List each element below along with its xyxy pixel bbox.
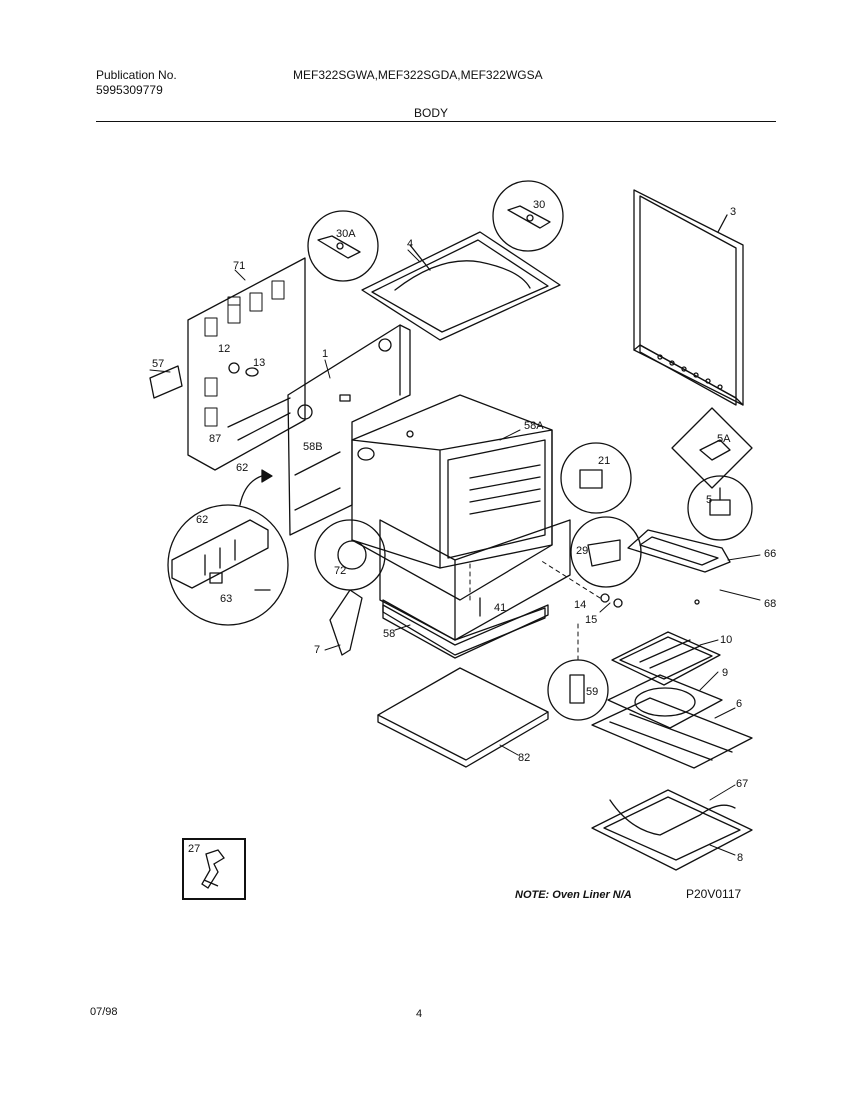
part-27-inset-box: 27 [182,838,246,900]
clip-27-drawing [201,849,225,889]
callout-1: 1 [322,348,329,360]
detail-circle-30 [492,180,564,252]
callout-59: 59 [586,686,599,698]
floor-panel-82 [377,667,549,761]
top-panel-part [361,231,561,341]
callout-13: 13 [253,357,266,369]
broiler-grid-10 [611,631,721,686]
callout-8: 8 [737,852,744,864]
callout-82: 82 [518,752,531,764]
rear-frame-part [633,189,744,406]
callout-14: 14 [574,599,587,611]
callout-7: 7 [314,644,321,656]
broiler-pan-9 [607,674,723,729]
callout-15: 15 [585,614,598,626]
callout-5: 5 [706,494,713,506]
lower-frame-part [379,519,571,656]
model-numbers: MEF322SGWA,MEF322SGDA,MEF322WGSA [293,68,543,82]
drawing-code: P20V0117 [686,887,742,901]
bake-element-67 [609,799,736,836]
drawer-58 [382,604,549,659]
callout-9: 9 [722,667,729,679]
callout-68: 68 [764,598,777,610]
callout-62-top: 62 [236,462,249,474]
publication-label: Publication No. [96,68,177,82]
detail-circle-5 [687,475,753,541]
detail-circle-62 [167,504,289,626]
callout-41: 41 [494,602,507,614]
callout-87: 87 [209,433,222,445]
detail-circle-30A [307,210,379,282]
body-cabinet-part [287,324,411,536]
header-rule [96,121,776,122]
callout-30A: 30A [336,228,356,240]
callout-72: 72 [334,565,347,577]
callout-6: 6 [736,698,743,710]
footer-date: 07/98 [90,1006,118,1018]
page-number: 4 [416,1008,423,1020]
callout-67: 67 [736,778,749,790]
callout-58B: 58B [303,441,323,453]
bracket-57 [149,365,183,399]
section-title: BODY [414,106,449,120]
detail-circle-59 [547,659,609,721]
callout-62-detail: 62 [196,514,209,526]
side-panel-part [187,257,306,471]
callout-10: 10 [720,634,733,646]
callout-27: 27 [188,843,201,855]
oven-cavity-part [351,394,553,601]
callout-4: 4 [407,238,414,250]
detail-circle-21 [560,442,632,514]
callout-5A: 5A [717,433,731,445]
callout-21: 21 [598,455,611,467]
oven-liner-note: NOTE: Oven Liner N/A [515,889,632,901]
publication-number: 5995309779 [96,83,163,97]
oven-rack-6 [591,697,753,769]
callout-12: 12 [218,343,231,355]
detail-leveler-5A [671,407,753,489]
callout-58: 58 [383,628,396,640]
bake-element-tray-8 [591,789,753,871]
callout-71: 71 [233,260,246,272]
callout-57: 57 [152,358,165,370]
callout-29: 29 [576,545,589,557]
hinge-part-7 [329,589,363,656]
detail-circle-72 [314,519,386,591]
callout-66: 66 [764,548,777,560]
callout-30: 30 [533,199,546,211]
callout-3: 3 [730,206,737,218]
broil-element-66 [627,529,731,573]
callout-58A: 58A [524,420,544,432]
callout-63: 63 [220,593,233,605]
